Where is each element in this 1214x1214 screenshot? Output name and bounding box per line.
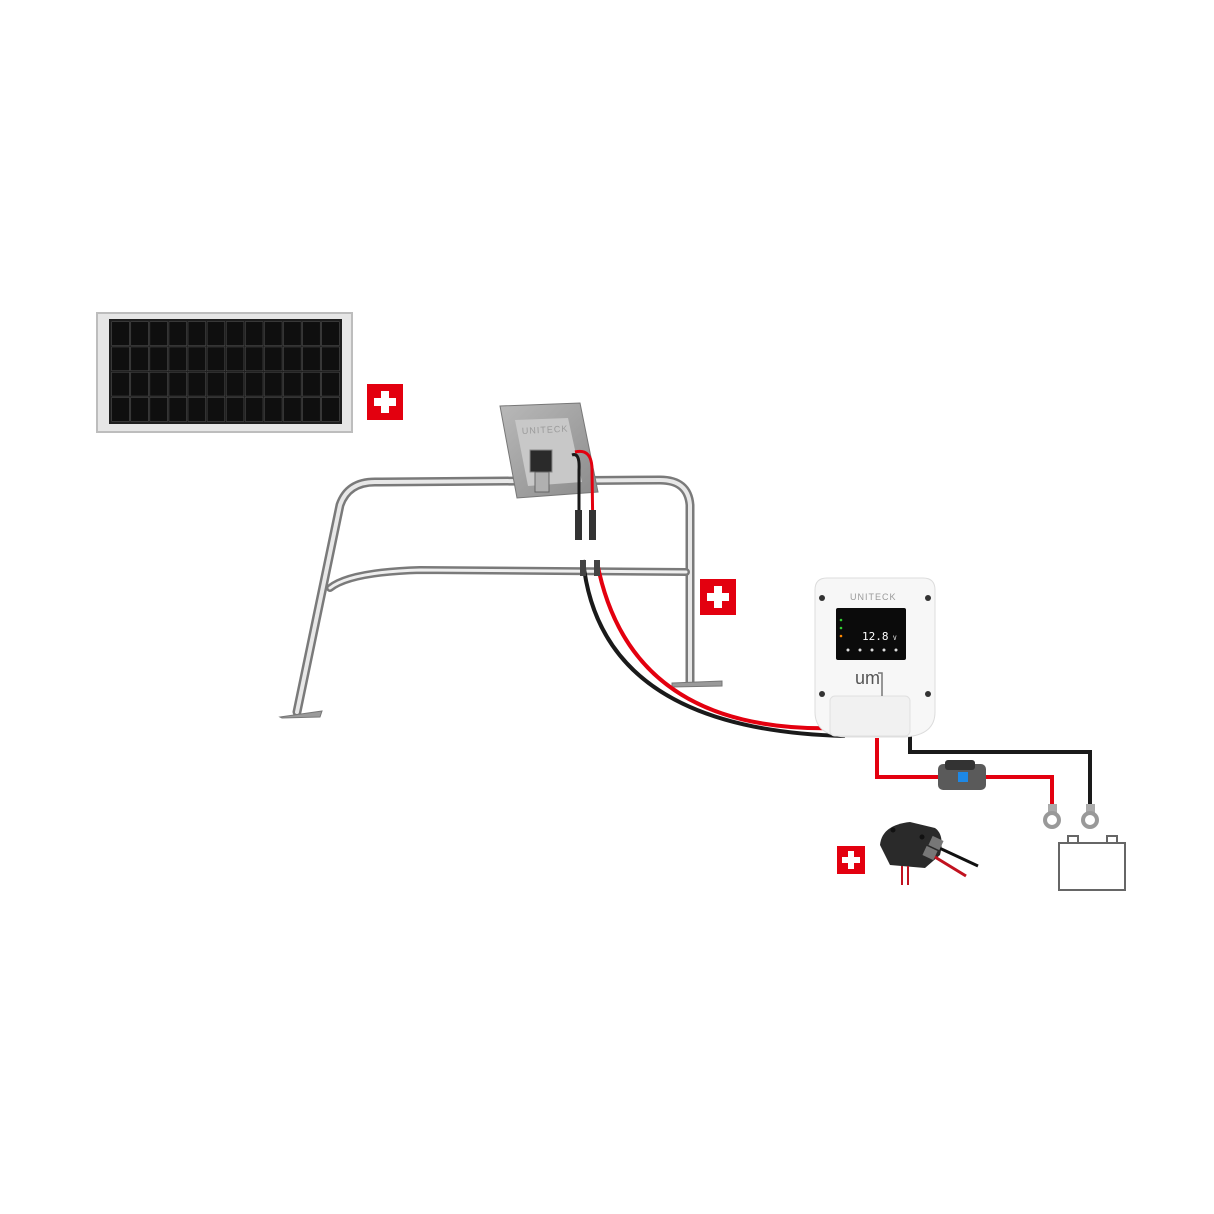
solar-cell — [283, 346, 302, 372]
solar-cell — [149, 371, 168, 397]
panel-cables — [571, 449, 846, 738]
solar-cell — [264, 397, 283, 422]
ring-terminal-negative — [1081, 804, 1099, 829]
solar-cell — [225, 346, 245, 372]
solar-cell — [264, 371, 283, 397]
solar-cell — [187, 397, 206, 422]
ring-terminal-positive — [1043, 804, 1061, 829]
solar-cell — [168, 321, 187, 346]
inline-fuse-holder-icon — [938, 760, 986, 790]
solar-cell — [283, 397, 302, 422]
solar-cell — [245, 346, 264, 372]
plus-badge-icon — [700, 579, 736, 615]
solar-cell — [187, 321, 206, 346]
solar-cell — [206, 321, 226, 346]
controller-button[interactable] — [858, 648, 862, 652]
solar-cell — [302, 397, 321, 422]
lcd-display — [836, 608, 906, 660]
solar-cell — [206, 371, 226, 397]
solar-cell — [225, 321, 245, 346]
solar-cell — [302, 346, 321, 372]
solar-cell — [130, 371, 149, 397]
solar-cell — [111, 371, 130, 397]
solar-cell — [321, 397, 340, 422]
solar-cell — [149, 321, 168, 346]
battery-icon — [1058, 835, 1126, 891]
solar-cell — [264, 321, 283, 346]
solar-cell — [321, 321, 340, 346]
controller-button[interactable] — [882, 648, 886, 652]
plus-badge-icon — [367, 384, 403, 420]
um-brand-mark: um — [855, 668, 880, 688]
solar-cell — [168, 346, 187, 372]
solar-cell — [130, 346, 149, 372]
solar-cell — [130, 397, 149, 422]
charge-controller: UNITECK 12.8 V um — [814, 577, 936, 738]
solar-cell — [321, 371, 340, 397]
solar-cell — [111, 397, 130, 422]
solar-cell — [264, 346, 283, 372]
solar-cell — [111, 321, 130, 346]
solar-cell — [149, 346, 168, 372]
solar-cell — [225, 371, 245, 397]
solar-cell — [283, 321, 302, 346]
lcd-voltage: 12.8 — [862, 630, 889, 643]
solar-cells — [111, 321, 340, 422]
solar-cell — [302, 321, 321, 346]
controller-button[interactable] — [870, 648, 874, 652]
solar-cell — [245, 371, 264, 397]
solar-cell — [130, 321, 149, 346]
panel-mount-bracket: UNITECK — [499, 402, 599, 499]
solar-cell — [225, 397, 245, 422]
solar-cell — [245, 321, 264, 346]
cable-gland-icon — [880, 822, 979, 885]
plus-badge-icon — [837, 846, 865, 874]
solar-cell — [187, 371, 206, 397]
controller-logo: UNITECK — [850, 592, 897, 602]
controller-button[interactable] — [846, 648, 850, 652]
solar-cell — [168, 371, 187, 397]
solar-cell — [302, 371, 321, 397]
solar-cell — [283, 371, 302, 397]
solar-cell — [111, 346, 130, 372]
solar-cell — [206, 397, 226, 422]
controller-button[interactable] — [894, 648, 898, 652]
solar-panel — [96, 312, 353, 433]
solar-cell — [187, 346, 206, 372]
lcd-unit: V — [893, 635, 897, 642]
solar-cell — [168, 397, 187, 422]
stainless-rail — [278, 475, 723, 719]
solar-cell — [206, 346, 226, 372]
solar-cell — [245, 397, 264, 422]
solar-cell — [149, 397, 168, 422]
solar-cell — [321, 346, 340, 372]
bracket-logo: UNITECK — [522, 424, 569, 436]
